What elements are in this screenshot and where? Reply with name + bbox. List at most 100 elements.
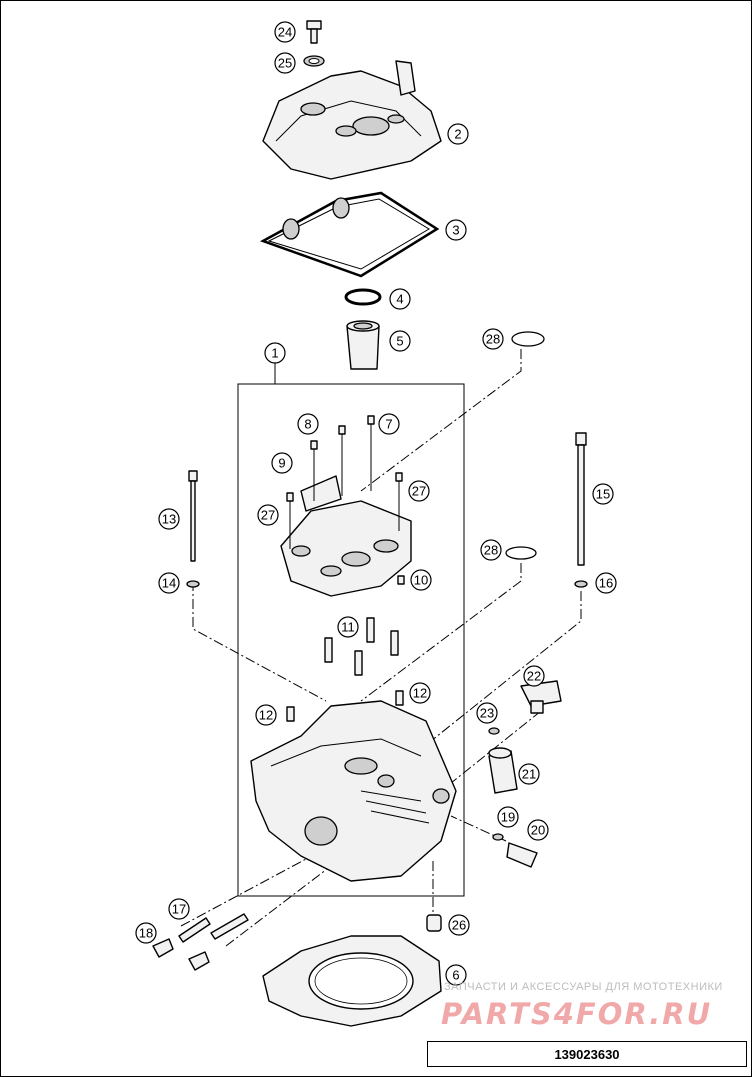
cylinder-head-assembly-box <box>237 383 465 897</box>
o-ring-small <box>505 546 537 560</box>
bolt-seal-ring <box>303 55 325 67</box>
callout-label: 13 <box>162 512 176 527</box>
pressure-sensor <box>506 842 538 868</box>
callout-label: 14 <box>162 576 176 591</box>
callout-21: 21 <box>518 763 540 785</box>
long-bolt-left <box>188 470 198 562</box>
stud-bolts <box>178 913 249 943</box>
sealing-washer <box>492 833 504 841</box>
callout-13: 13 <box>158 508 180 530</box>
callout-label: 15 <box>596 487 610 502</box>
callout-label: 3 <box>452 223 459 238</box>
callout-26: 26 <box>448 914 470 936</box>
callout-label: 24 <box>278 25 292 40</box>
callout-4: 4 <box>389 288 411 310</box>
callout-10: 10 <box>410 569 432 591</box>
callout-label: 4 <box>396 292 403 307</box>
alignment-line <box>430 591 582 742</box>
callout-label: 19 <box>501 810 515 825</box>
callout-label: 8 <box>304 417 311 432</box>
alignment-line <box>360 563 522 702</box>
callout-27-left: 27 <box>257 504 279 526</box>
connector-pipe <box>488 747 518 794</box>
alignment-line <box>192 581 327 702</box>
valve-cover-gasket <box>259 191 440 278</box>
callout-label: 16 <box>599 576 613 591</box>
callout-16: 16 <box>595 572 617 594</box>
callout-label: 27 <box>412 484 426 499</box>
callout-25: 25 <box>274 52 296 74</box>
washer-right <box>574 580 588 588</box>
alignment-line <box>450 815 507 842</box>
callout-24: 24 <box>274 21 296 43</box>
callout-label: 22 <box>527 669 541 684</box>
long-bolt-right <box>575 432 587 566</box>
callout-28-bottom: 28 <box>480 539 502 561</box>
callout-label: 21 <box>522 767 536 782</box>
alignment-line <box>360 349 522 492</box>
camshaft-bridge <box>280 475 412 597</box>
callout-11: 11 <box>337 616 359 638</box>
alignment-line <box>180 850 322 927</box>
valve-cover-bolt <box>306 20 322 44</box>
callout-18: 18 <box>135 922 157 944</box>
bridge-bolts <box>286 415 403 549</box>
callout-2: 2 <box>447 123 469 145</box>
washer-left <box>186 580 200 588</box>
valve-guides <box>324 617 399 676</box>
valve-cover <box>262 60 442 180</box>
callout-23: 23 <box>476 702 498 724</box>
callout-label: 11 <box>341 620 355 635</box>
callout-6: 6 <box>445 964 467 986</box>
callout-9: 9 <box>271 452 293 474</box>
callout-label: 2 <box>454 127 461 142</box>
callout-3: 3 <box>445 219 467 241</box>
callout-label: 26 <box>452 918 466 933</box>
callout-5: 5 <box>389 330 411 352</box>
callout-20: 20 <box>527 819 549 841</box>
callout-label: 7 <box>385 417 392 432</box>
callout-1: 1 <box>264 342 286 364</box>
seal-ring <box>488 727 500 735</box>
callout-label: 12 <box>413 686 427 701</box>
document-number-box: 139023630 <box>427 1041 747 1067</box>
plug <box>426 914 442 932</box>
o-ring-small <box>511 331 545 347</box>
callout-label: 25 <box>278 56 292 71</box>
callout-8: 8 <box>297 413 319 435</box>
cylinder-head <box>250 700 457 882</box>
callout-label: 27 <box>261 508 275 523</box>
alignment-line <box>440 710 542 792</box>
dowel-pin <box>395 690 404 706</box>
callout-label: 10 <box>414 573 428 588</box>
callout-27-right: 27 <box>408 480 430 502</box>
callout-label: 28 <box>486 332 500 347</box>
document-number: 139023630 <box>554 1046 620 1062</box>
spark-plug-shaft <box>346 320 380 370</box>
callout-19: 19 <box>497 806 519 828</box>
o-ring <box>344 288 382 306</box>
callout-17: 17 <box>168 898 190 920</box>
callout-label: 23 <box>480 706 494 721</box>
callout-label: 20 <box>531 823 545 838</box>
callout-22: 22 <box>523 665 545 687</box>
callout-14: 14 <box>158 572 180 594</box>
temperature-sensor <box>520 680 562 714</box>
callout-7: 7 <box>378 413 400 435</box>
callout-label: 28 <box>484 543 498 558</box>
cylinder-head-gasket <box>262 935 442 1027</box>
callout-label: 17 <box>172 902 186 917</box>
callout-label: 5 <box>396 334 403 349</box>
dowel-pin <box>286 706 295 722</box>
watermark-tagline: ЗАПЧАСТИ И АКСЕССУАРЫ ДЛЯ МОТОТЕХНИКИ <box>444 981 723 993</box>
callout-12-right: 12 <box>409 682 431 704</box>
alignment-line <box>225 865 332 947</box>
callout-label: 12 <box>259 708 273 723</box>
callout-label: 1 <box>271 346 278 361</box>
callout-label: 6 <box>452 968 459 983</box>
callout-15: 15 <box>592 483 614 505</box>
collar-nuts <box>152 938 210 971</box>
callout-28-top: 28 <box>482 328 504 350</box>
